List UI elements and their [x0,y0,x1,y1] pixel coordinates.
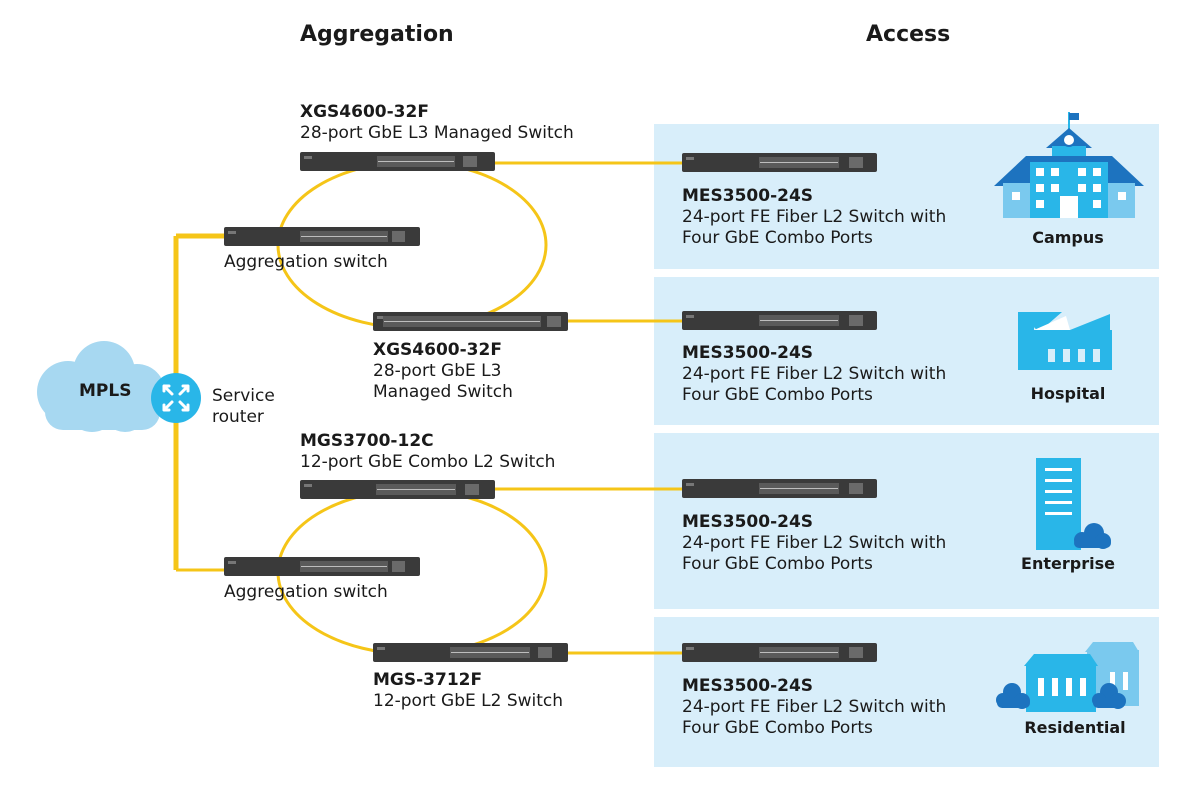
access-links [495,161,682,655]
site-label-residential: Residential [1024,718,1126,737]
model-name: MES3500-24S [682,512,814,532]
model-desc-line1: 24-port FE Fiber L2 Switch with [682,207,947,227]
model-name: XGS4600-32F [373,340,502,360]
model-desc: 12-port GbE L2 Switch [373,691,564,711]
residential-icon [996,642,1139,712]
model-desc-line2: Four GbE Combo Ports [682,718,873,738]
switch-agg-bottom [224,557,420,576]
switch-access-hospital [682,311,877,330]
label-xgs4600-top: XGS4600-32F 28-port GbE L3 Managed Switc… [300,102,574,144]
model-name: MES3500-24S [682,186,814,206]
label-mgs3712f: MGS-3712F 12-port GbE L2 Switch [373,670,563,712]
cloud-label: MPLS [79,381,132,401]
router-label: Service router [212,386,275,428]
model-desc-line1: 24-port FE Fiber L2 Switch with [682,697,947,717]
label-agg-bottom: Aggregation switch [224,582,388,602]
model-name: MGS-3712F [373,670,483,690]
site-label-campus: Campus [1032,228,1104,247]
cloud-icon [37,341,165,432]
model-desc-line2: Four GbE Combo Ports [682,385,873,405]
model-name: MES3500-24S [682,343,814,363]
router-label-line2: router [212,407,264,427]
label-access-enterprise: MES3500-24S 24-port FE Fiber L2 Switch w… [682,512,946,575]
model-desc-line1: 28-port GbE L3 [373,361,502,381]
model-desc-line1: 24-port FE Fiber L2 Switch with [682,364,947,384]
label-access-campus: MES3500-24S 24-port FE Fiber L2 Switch w… [682,186,946,249]
header-aggregation: Aggregation [300,22,454,47]
label-access-residential: MES3500-24S 24-port FE Fiber L2 Switch w… [682,676,946,739]
switch-mgs3700 [300,480,495,499]
switch-access-residential [682,643,877,662]
label-xgs4600-bottom: XGS4600-32F 28-port GbE L3 Managed Switc… [373,340,513,403]
label-mgs3700: MGS3700-12C 12-port GbE Combo L2 Switch [300,431,555,473]
site-label-hospital: Hospital [1030,384,1106,403]
model-desc-line2: Managed Switch [373,382,513,402]
hospital-icon [1018,312,1112,370]
label-access-hospital: MES3500-24S 24-port FE Fiber L2 Switch w… [682,343,946,406]
router-icon [151,373,201,423]
switch-agg-top [224,227,420,246]
router-label-line1: Service [212,386,275,406]
model-desc: 12-port GbE Combo L2 Switch [300,452,556,472]
header-access: Access [866,22,951,47]
switch-mgs3712f [373,643,568,662]
switch-xgs4600-bottom [373,312,568,331]
switch-xgs4600-top [300,152,495,171]
site-label-enterprise: Enterprise [1021,554,1115,573]
model-desc: 28-port GbE L3 Managed Switch [300,123,574,143]
enterprise-icon [1036,458,1111,550]
model-desc-line2: Four GbE Combo Ports [682,554,873,574]
model-name: MGS3700-12C [300,431,434,451]
model-desc-line2: Four GbE Combo Ports [682,228,873,248]
school-icon [994,112,1144,218]
switch-access-enterprise [682,479,877,498]
switch-access-campus [682,153,877,172]
label-agg-top: Aggregation switch [224,252,388,272]
model-name: XGS4600-32F [300,102,429,122]
model-desc-line1: 24-port FE Fiber L2 Switch with [682,533,947,553]
model-name: MES3500-24S [682,676,814,696]
switches [224,152,877,662]
